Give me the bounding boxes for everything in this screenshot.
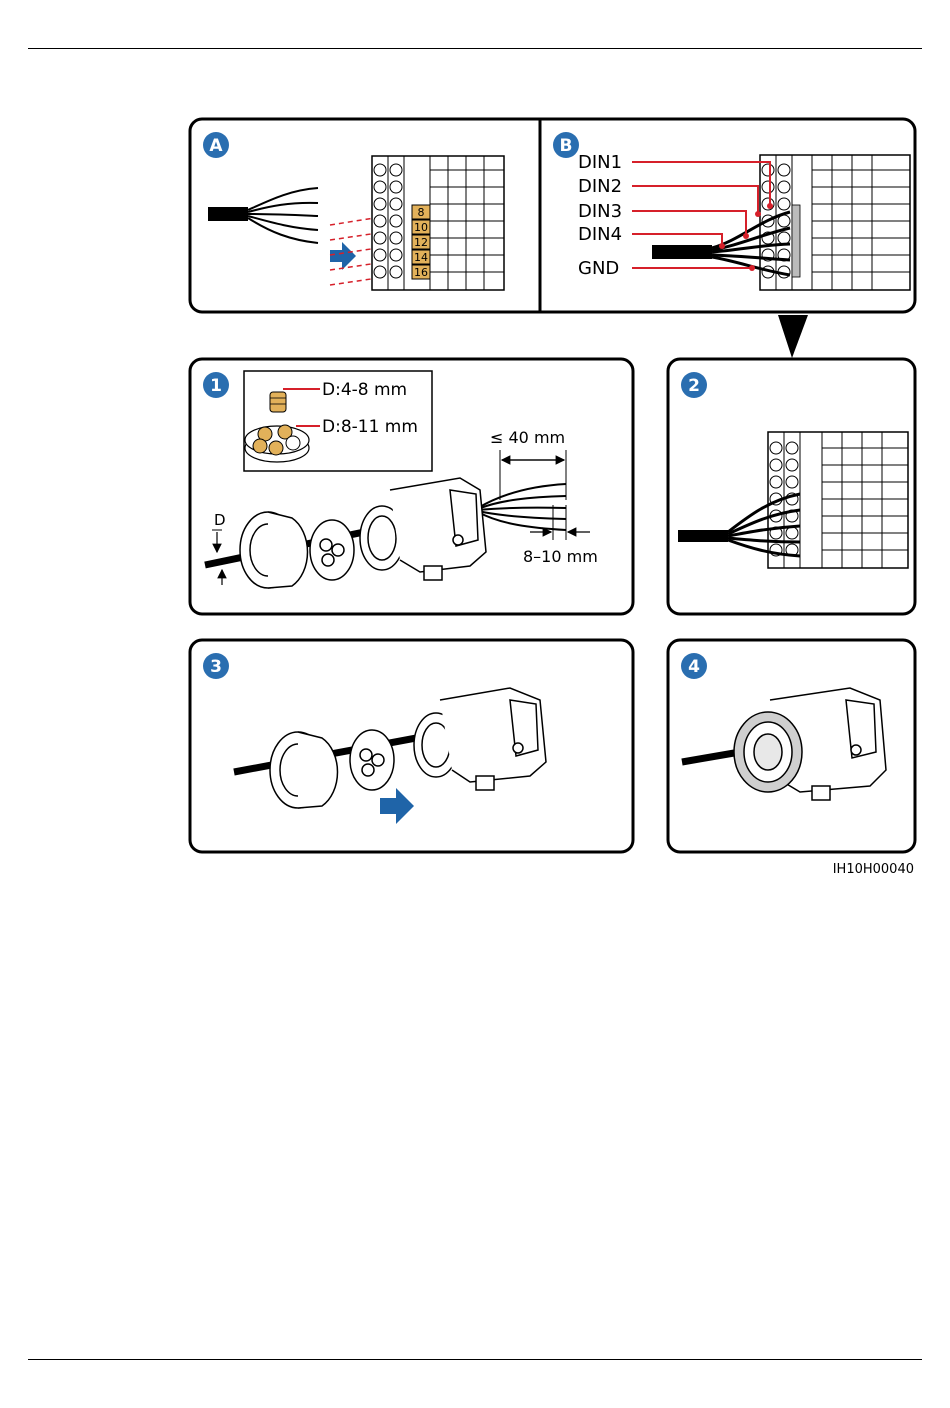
strip-length-label: ≤ 40 mm [490, 428, 565, 447]
gland-body-3 [414, 688, 546, 790]
panel-step4: 4 [681, 653, 886, 800]
terminal-block-b [760, 155, 910, 290]
hole-small-label: D:4-8 mm [322, 380, 407, 400]
sealing-nut-1 [240, 512, 307, 588]
push-arrow-3 [380, 788, 414, 824]
panel-a: A [203, 132, 504, 290]
wires-a [248, 188, 318, 243]
panel-step2: 2 [678, 372, 908, 568]
cable-b [652, 245, 712, 259]
insert-arrow-a [330, 242, 356, 270]
strip-end-label: 8–10 mm [523, 547, 598, 566]
panel-step3-frame [190, 640, 633, 852]
badge-4-label: 4 [688, 657, 700, 677]
signal-din2: DIN2 [578, 176, 622, 197]
assembled-gland-4 [734, 688, 886, 800]
panel-step1: 1 D:4-8 mm D:8-11 mm ≤ 40 mm [203, 371, 598, 588]
signal-din3: DIN3 [578, 201, 622, 222]
seal-insert-3 [350, 730, 394, 790]
signal-din1: DIN1 [578, 152, 622, 173]
signal-din4: DIN4 [578, 224, 622, 245]
figure-id: IH10H00040 [833, 862, 914, 877]
flow-pointer [778, 315, 808, 358]
terminal-16: 16 [414, 266, 428, 279]
panel-step3: 3 [203, 653, 546, 824]
terminal-8: 8 [418, 206, 425, 219]
gland-body-1 [360, 478, 486, 580]
terminal-12: 12 [414, 236, 428, 249]
badge-b-label: B [560, 136, 573, 156]
seal-grommet [245, 425, 309, 462]
terminal-tags-a: 8 10 12 14 16 [412, 205, 430, 279]
diameter-label: D [214, 511, 226, 529]
cable-step4 [682, 752, 740, 762]
signal-gnd: GND [578, 258, 619, 279]
panel-b: B DIN1 DIN2 DIN3 DIN4 GND [553, 132, 910, 290]
terminal-10: 10 [414, 221, 428, 234]
terminal-block-step2 [768, 432, 908, 568]
seal-insert-1 [310, 520, 354, 580]
hole-large-label: D:8-11 mm [322, 417, 418, 437]
cable-a [208, 207, 248, 221]
terminal-14: 14 [414, 251, 428, 264]
badge-2-label: 2 [688, 376, 700, 396]
sealing-nut-3 [270, 732, 337, 808]
badge-3-label: 3 [210, 657, 222, 677]
seal-plug-small [270, 392, 286, 412]
cable-step2 [678, 530, 728, 542]
terminal-block-a [372, 156, 504, 290]
badge-a-label: A [209, 136, 223, 156]
badge-1-label: 1 [210, 376, 222, 396]
